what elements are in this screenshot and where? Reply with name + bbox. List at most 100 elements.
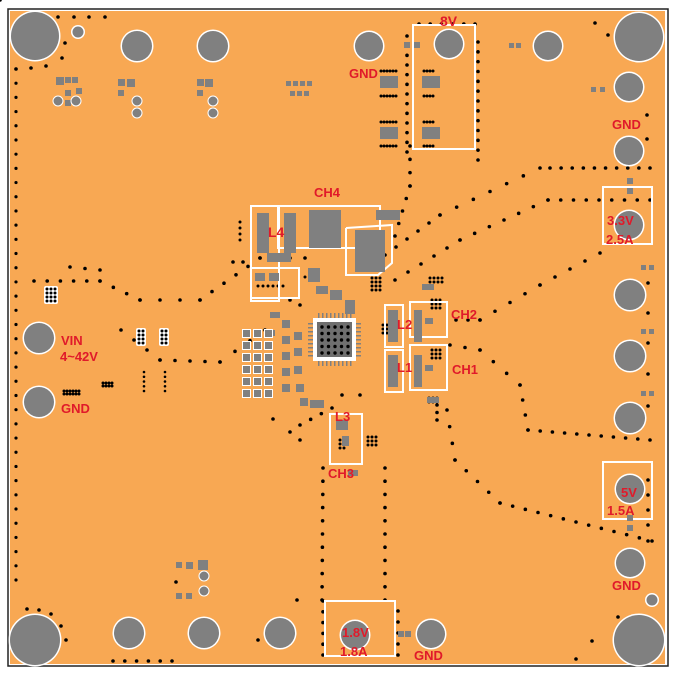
pad <box>425 365 433 371</box>
via <box>14 308 18 312</box>
region-1v8 <box>324 600 396 657</box>
pad <box>269 273 279 281</box>
pad <box>627 525 633 531</box>
ic-pin <box>334 313 336 318</box>
label-2a5: 2.5A <box>606 232 634 247</box>
pad <box>600 87 605 92</box>
via <box>14 521 18 525</box>
via <box>288 430 292 434</box>
terminal-vin <box>24 323 54 353</box>
terminal-top-1 <box>122 31 152 61</box>
via <box>14 138 18 142</box>
via <box>435 418 439 422</box>
via <box>574 657 578 661</box>
via <box>320 532 325 536</box>
via <box>486 490 491 495</box>
via <box>74 389 78 393</box>
via <box>438 298 442 302</box>
via <box>358 393 362 397</box>
pad <box>355 230 385 272</box>
via <box>406 270 410 274</box>
via <box>160 341 164 345</box>
pad <box>176 562 182 568</box>
via <box>163 375 167 379</box>
via <box>612 529 616 534</box>
via <box>425 94 429 98</box>
passive-pad <box>300 398 308 406</box>
via <box>101 384 105 388</box>
pad <box>65 77 71 83</box>
via <box>14 81 18 85</box>
via <box>637 536 642 540</box>
via <box>238 226 242 230</box>
via <box>53 295 57 299</box>
via <box>320 571 325 576</box>
via <box>431 94 435 98</box>
via <box>258 256 262 260</box>
via <box>14 479 18 483</box>
via <box>487 224 492 229</box>
via <box>174 580 178 584</box>
via <box>646 493 650 497</box>
via <box>548 166 552 170</box>
via <box>124 291 129 296</box>
pad <box>257 213 269 253</box>
pad <box>56 77 64 85</box>
via <box>60 56 64 60</box>
via <box>493 309 497 314</box>
via <box>68 265 72 269</box>
via <box>288 298 292 302</box>
via <box>233 349 237 354</box>
via <box>385 144 389 148</box>
via <box>476 40 480 44</box>
via <box>381 331 385 335</box>
via <box>374 284 378 288</box>
passive-pad <box>294 366 302 374</box>
via <box>394 120 398 124</box>
via <box>546 198 550 202</box>
ic-thermal-via <box>320 344 324 349</box>
via <box>77 389 81 393</box>
via <box>68 392 72 396</box>
via <box>436 276 440 280</box>
via <box>119 328 123 332</box>
ic-pin <box>308 331 313 333</box>
via <box>374 276 378 280</box>
ic-thermal-via <box>346 325 350 329</box>
via <box>408 144 412 148</box>
via <box>58 279 63 283</box>
via <box>520 398 525 402</box>
via <box>464 468 469 473</box>
round-pad <box>207 107 219 119</box>
via <box>87 15 91 19</box>
via <box>536 510 540 515</box>
pad <box>388 355 398 387</box>
ic-thermal-via <box>333 325 337 329</box>
label-l1: L1 <box>397 360 412 375</box>
via <box>430 306 434 310</box>
via <box>142 370 146 374</box>
pad <box>198 560 208 570</box>
via <box>381 323 385 327</box>
pad <box>398 631 404 637</box>
via <box>645 113 649 117</box>
via <box>550 430 555 434</box>
region-cap-outline <box>250 267 300 299</box>
via <box>405 121 409 125</box>
via <box>488 189 492 194</box>
label-l4: L4 <box>268 224 285 240</box>
via <box>597 198 601 202</box>
passive-pad <box>296 384 304 392</box>
via <box>158 659 162 663</box>
via <box>383 466 387 470</box>
terminal-right-upper <box>615 73 643 101</box>
ic-pin <box>334 361 336 366</box>
via <box>476 69 480 74</box>
via <box>405 63 409 67</box>
via <box>404 196 409 201</box>
via <box>400 209 405 213</box>
via <box>14 365 18 369</box>
via <box>476 50 480 54</box>
pad <box>380 127 398 139</box>
via <box>430 302 434 306</box>
